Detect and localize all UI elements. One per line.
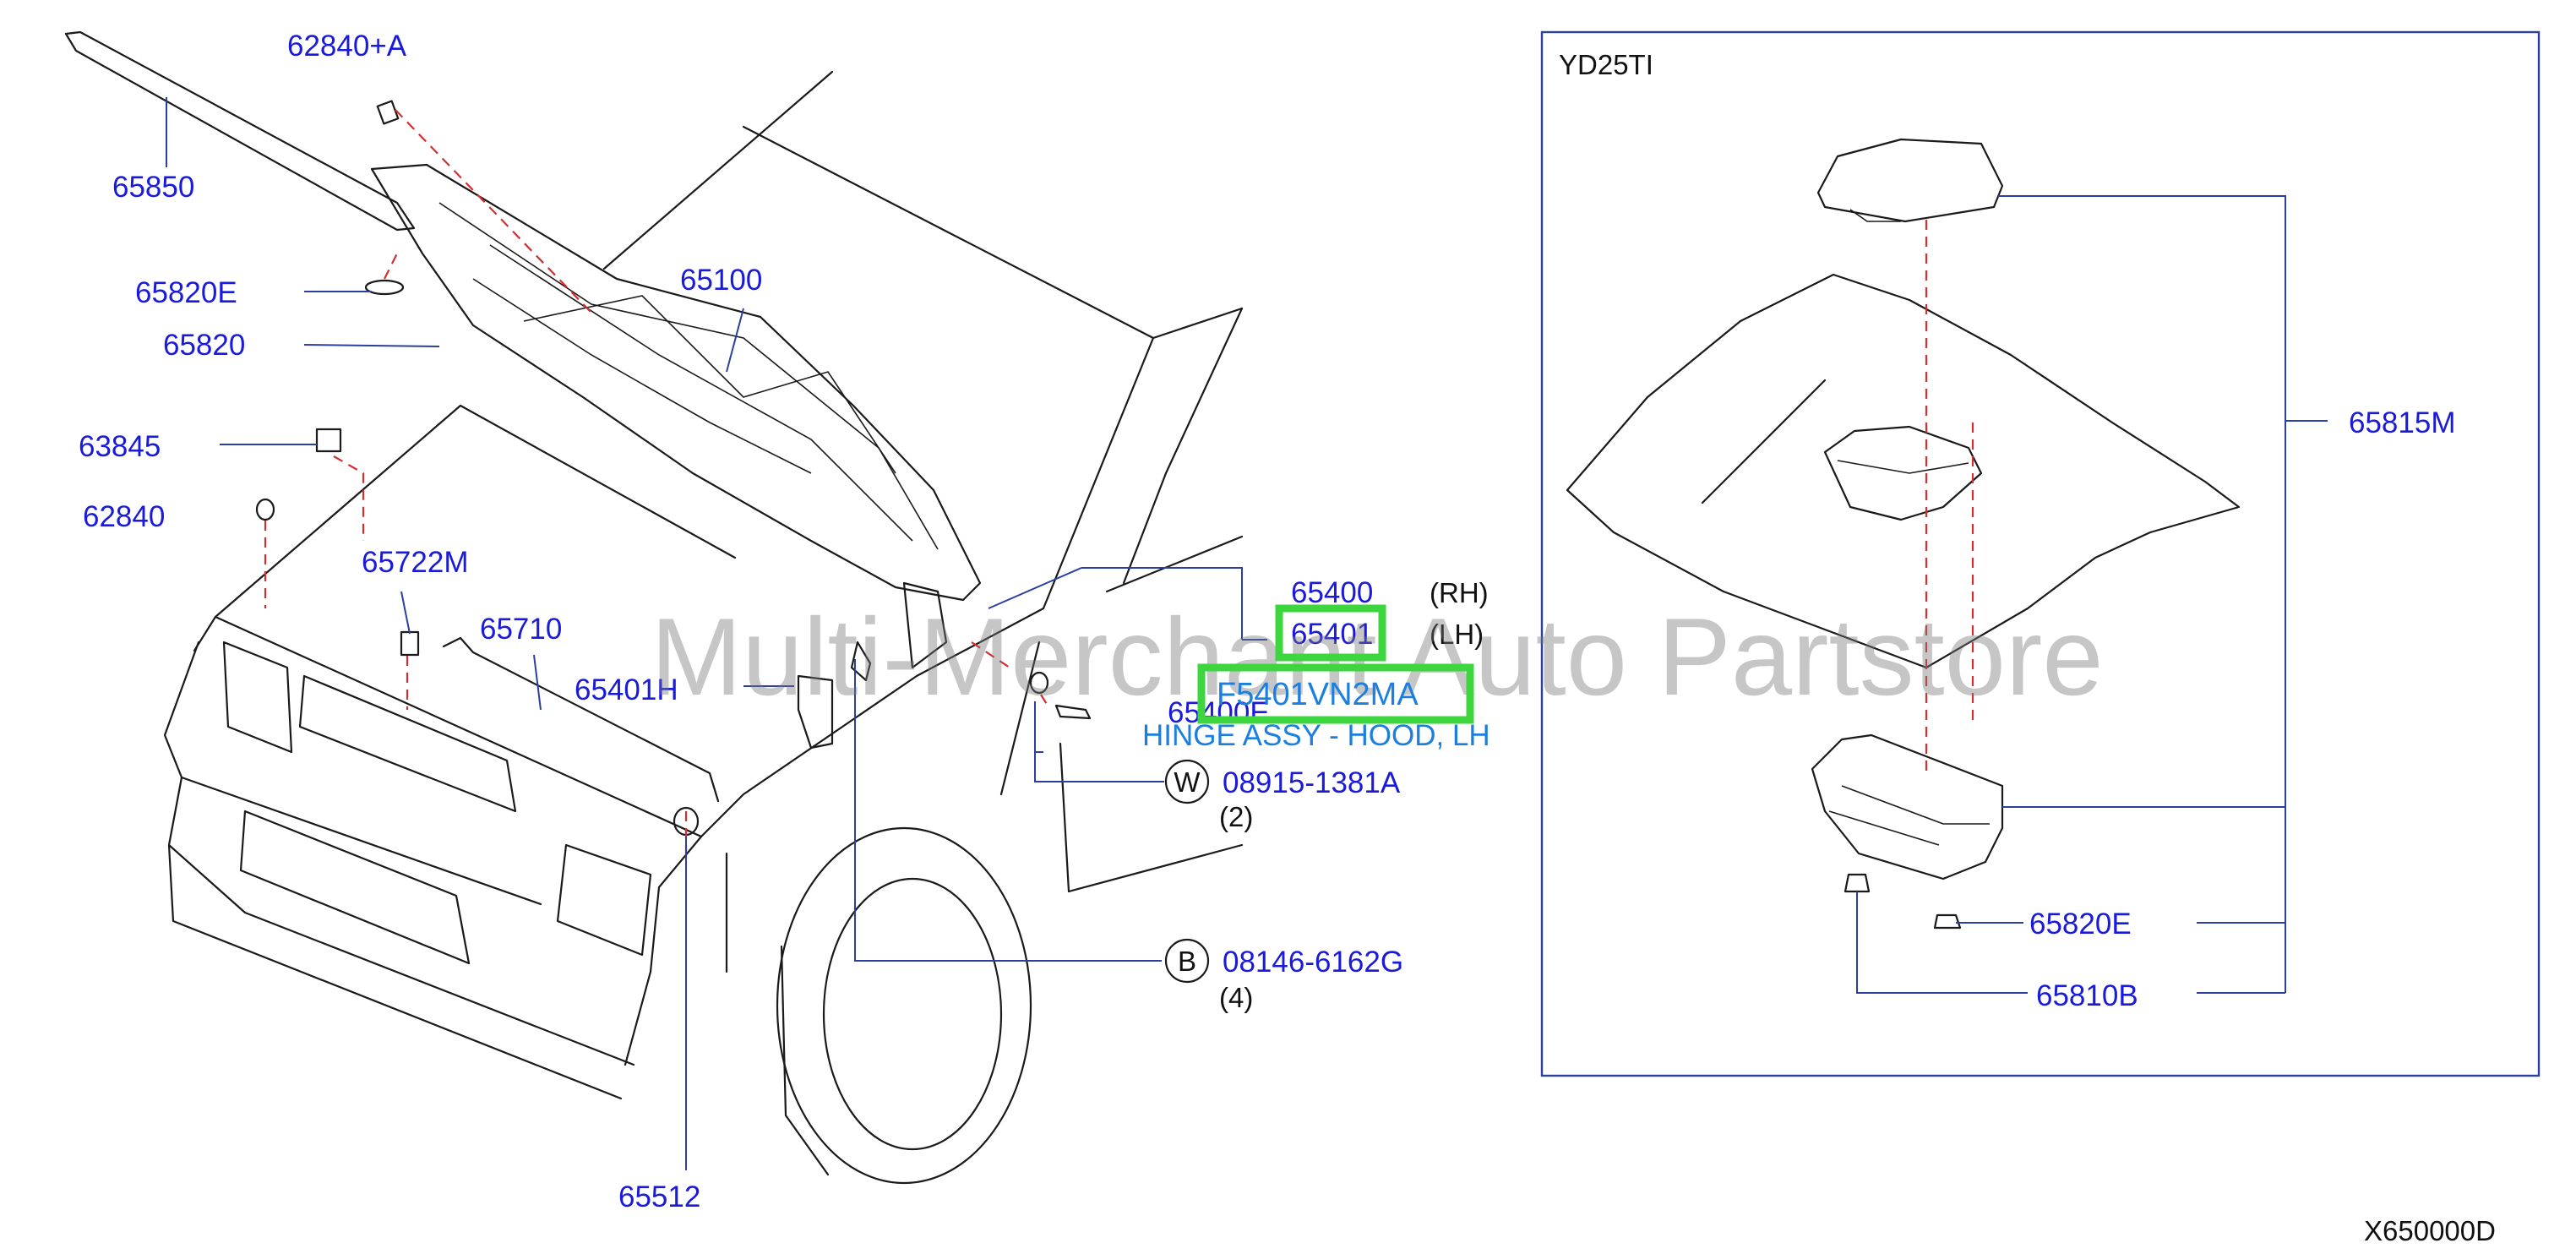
fastener-callouts: W 08915-1381A (2) B 08146-6162G (4)	[1034, 752, 1403, 1013]
label-65820E-inset: 65820E	[2029, 908, 2132, 940]
highlight-box-part-number	[1197, 663, 1474, 724]
qualifier-rh: (RH)	[1430, 577, 1489, 608]
washer-part: 08915-1381A	[1223, 766, 1401, 799]
washer-qty: (2)	[1219, 801, 1253, 832]
label-65401: 65401	[1291, 618, 1373, 651]
washer-symbol-letter: W	[1174, 766, 1201, 798]
label-65512: 65512	[618, 1180, 700, 1213]
dashed-assembly-lines	[264, 109, 1048, 853]
label-65820: 65820	[163, 329, 245, 362]
label-65722M: 65722M	[362, 546, 468, 579]
label-62840A: 62840+A	[287, 30, 407, 63]
part-labels: 62840+A 65850 65820E 65820 63845 62840 6…	[79, 30, 2455, 1213]
label-65810B: 65810B	[2036, 979, 2138, 1012]
label-65815M: 65815M	[2349, 406, 2455, 439]
inset-panel: YD25TI	[1540, 30, 2541, 1077]
label-65100: 65100	[680, 264, 762, 297]
bolt-symbol	[1164, 938, 1210, 984]
label-65401H: 65401H	[575, 673, 678, 706]
washer-symbol	[1164, 759, 1210, 804]
label-65710: 65710	[480, 613, 562, 646]
label-65850: 65850	[112, 171, 194, 204]
highlight-description: HINGE ASSY - HOOD, LH	[1142, 719, 1490, 752]
leader-lines	[166, 97, 1267, 1170]
qualifier-lh: (LH)	[1430, 619, 1484, 650]
bolt-symbol-letter: B	[1178, 946, 1196, 977]
label-62840: 62840	[83, 500, 165, 533]
inset-engine-label: YD25TI	[1559, 49, 1653, 80]
vehicle-front-drawing	[64, 30, 1244, 1185]
diagram-code: X650000D	[2364, 1215, 2496, 1246]
highlight-part-number: F5401VN2MA	[1217, 677, 1419, 712]
highlighted-part: F5401VN2MA HINGE ASSY - HOOD, LH	[1142, 604, 1490, 752]
label-65820E: 65820E	[135, 276, 237, 309]
label-63845: 63845	[79, 430, 161, 463]
bolt-qty: (4)	[1219, 982, 1253, 1013]
bolt-part: 08146-6162G	[1223, 946, 1403, 979]
highlight-box-65401	[1275, 604, 1386, 662]
label-65400: 65400	[1291, 576, 1373, 609]
